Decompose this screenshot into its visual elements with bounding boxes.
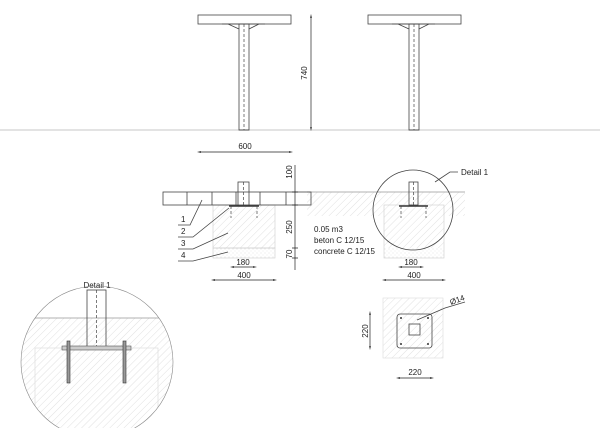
section-foundation: 600 100 250 70 180 400 1 2 3 4 (162, 142, 312, 281)
dim-180-label: 180 (236, 258, 250, 267)
item-3-label: 3 (181, 239, 186, 248)
dim-400-label: 400 (237, 271, 251, 280)
dimension-height: 740 (300, 13, 312, 132)
item-1-label: 1 (181, 215, 186, 224)
table-elevation-left (197, 14, 292, 131)
item-2-label: 2 (181, 227, 186, 236)
detail-circle (372, 169, 454, 251)
item-4-label: 4 (181, 251, 186, 260)
hole-diameter-label: Ø14 (449, 293, 467, 307)
base-plate-plan: Ø14 220 220 (361, 293, 467, 379)
dim-70-label: 70 (285, 249, 294, 258)
dim-250-label: 250 (285, 220, 294, 234)
paving-blocks (162, 191, 312, 206)
detail-1-enlarged: Detail 1 (20, 281, 174, 428)
concrete-volume-note: 0.05 m3 (314, 225, 343, 234)
dim-220-horizontal-label: 220 (408, 368, 422, 377)
concrete-note: concrete C 12/15 (314, 247, 375, 256)
section-ground-detail: Detail 1 180 400 (307, 168, 489, 281)
detail-title: Detail 1 (83, 281, 111, 290)
item-leaders: 1 2 3 4 (178, 199, 230, 262)
concrete-note-block: 0.05 m3 beton C 12/15 concrete C 12/15 (314, 225, 375, 256)
dim-180-right-label: 180 (404, 258, 418, 267)
dim-100-label: 100 (285, 165, 294, 179)
table-elevation-right (367, 14, 462, 131)
beton-note: beton C 12/15 (314, 236, 365, 245)
dim-400-right-label: 400 (407, 271, 421, 280)
dim-220-vertical-label: 220 (361, 324, 370, 338)
dim-740-label: 740 (300, 66, 309, 80)
dim-600-label: 600 (238, 142, 252, 151)
detail-callout-label: Detail 1 (461, 168, 489, 177)
